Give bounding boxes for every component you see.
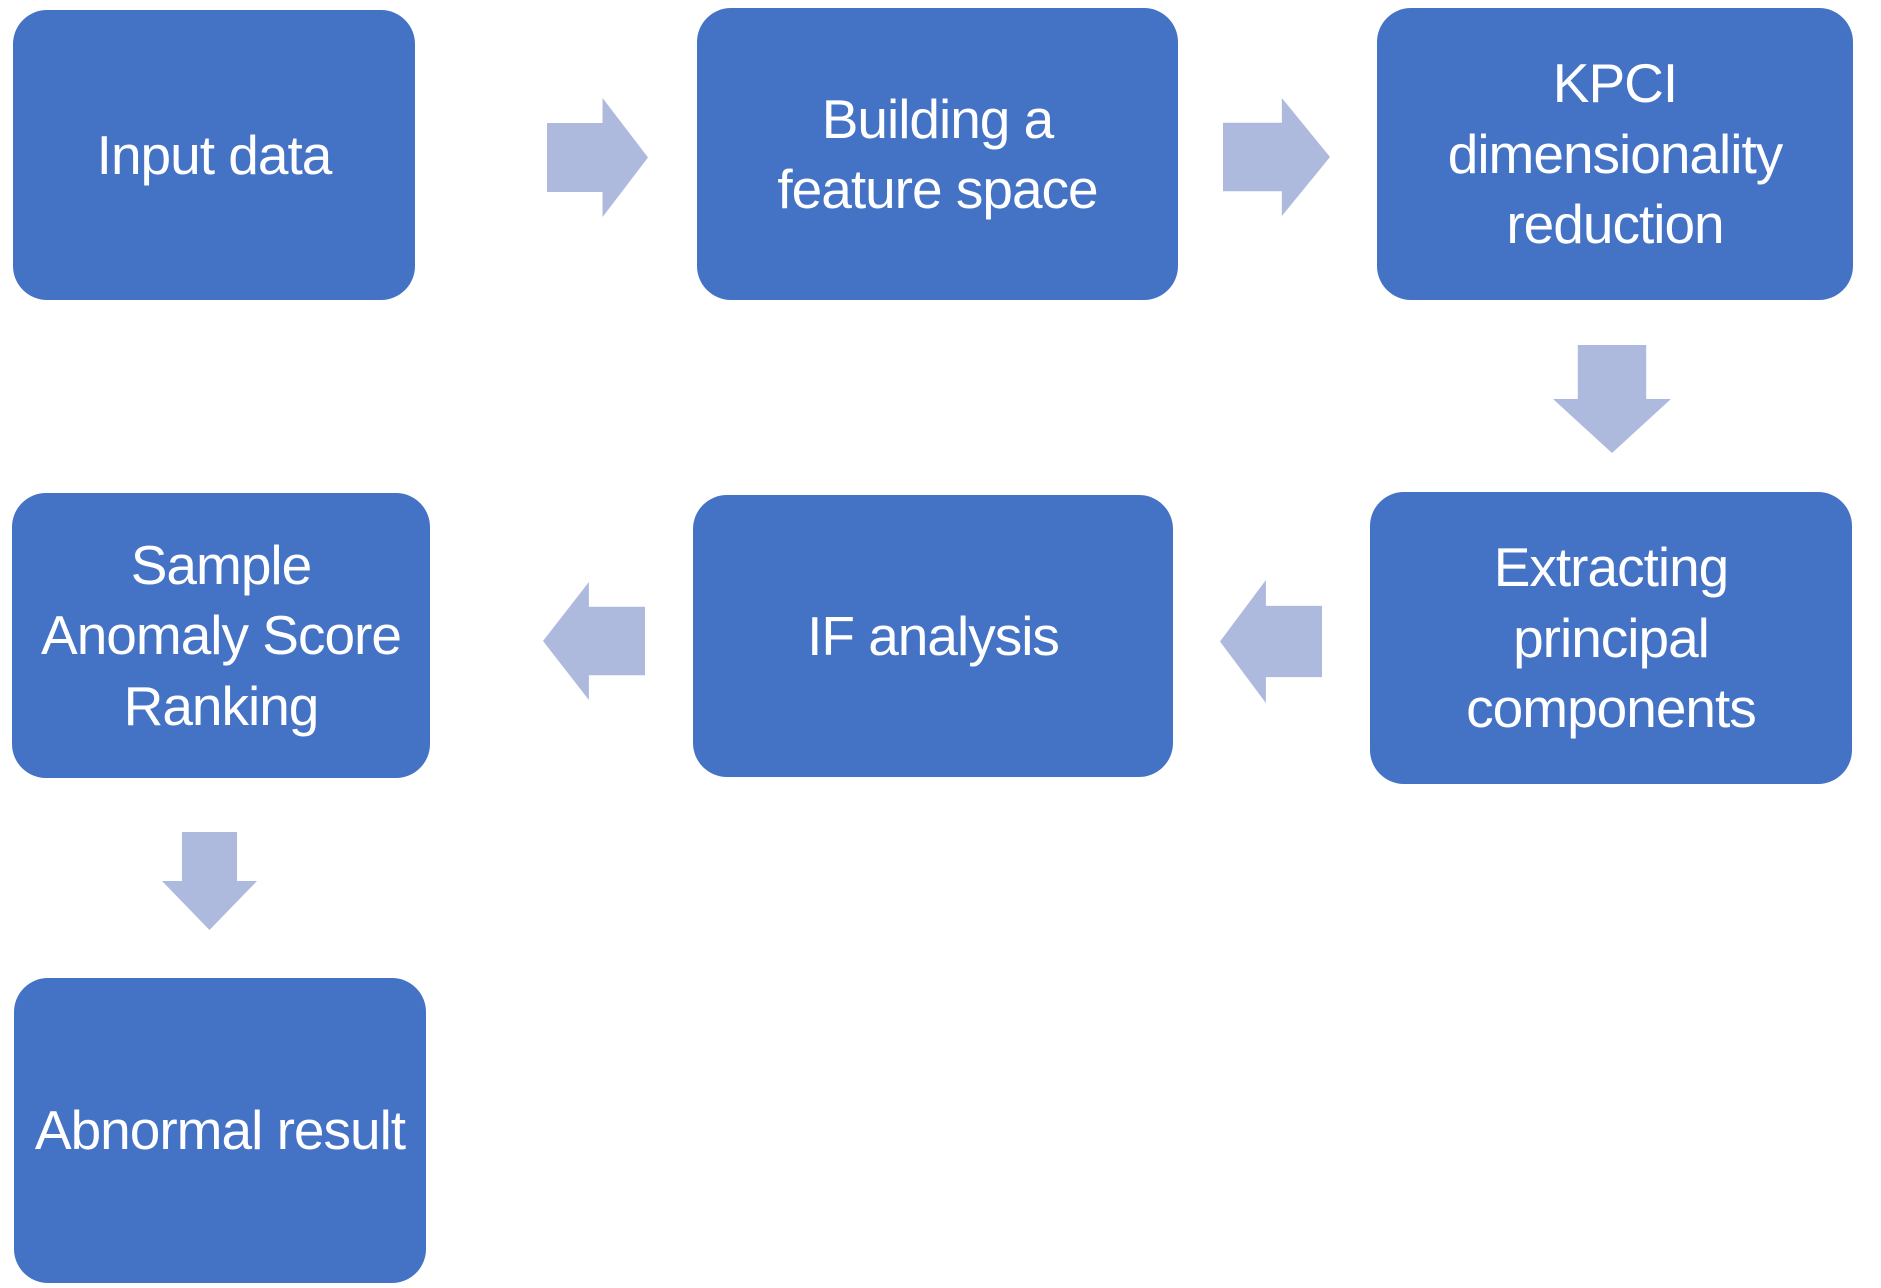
node-building-feature-space: Building a feature space [697, 8, 1178, 300]
node-if-analysis: IF analysis [693, 495, 1173, 777]
node-abnormal-result-label: Abnormal result [34, 1099, 406, 1162]
node-if-analysis-label: IF analysis [807, 604, 1060, 667]
arrow-down-icon-kpci-to-extracting [1553, 345, 1671, 453]
node-kpci-dimensionality-reduction: KPCI dimensionality reduction [1377, 8, 1853, 300]
node-extracting-principal-components: Extracting principal components [1370, 492, 1852, 784]
node-abnormal-result: Abnormal result [14, 978, 426, 1283]
node-extracting-principal-components-label: Extracting principal components [1466, 536, 1757, 740]
node-sample-anomaly-score-ranking: Sample Anomaly Score Ranking [12, 493, 430, 778]
node-input-data: Input data [13, 10, 415, 300]
arrow-left-icon-extracting-to-if [1220, 580, 1322, 703]
node-input-data-label: Input data [96, 123, 333, 186]
node-sample-anomaly-score-ranking-label: Sample Anomaly Score Ranking [41, 533, 402, 737]
arrow-right-icon-input-to-building [547, 98, 648, 217]
node-kpci-dimensionality-reduction-label: KPCI dimensionality reduction [1447, 52, 1784, 256]
arrow-down-icon-sample-to-abnormal [162, 832, 257, 930]
arrow-left-icon-if-to-sample [543, 582, 645, 700]
arrow-right-icon-building-to-kpci [1223, 98, 1330, 216]
node-building-feature-space-label: Building a feature space [777, 87, 1098, 220]
